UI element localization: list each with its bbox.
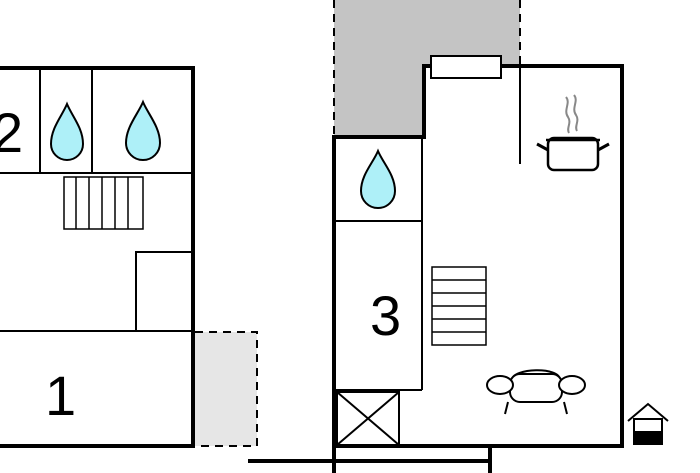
left-building (0, 66, 195, 448)
room-number-2: 2 (0, 101, 23, 164)
left-building-outer-wall (0, 66, 195, 448)
water-drop-icon (49, 101, 85, 161)
cooking-pot-icon (536, 94, 610, 172)
right-building (332, 55, 624, 448)
house-entrance-icon (627, 402, 669, 445)
staircase-icon (431, 266, 487, 346)
staircase-icon (63, 176, 144, 230)
sofa-icon (486, 369, 586, 415)
terrace-small-dashed-border (195, 331, 258, 447)
water-drop-icon (359, 148, 397, 209)
left-closet (135, 251, 194, 332)
right-building-outer-wall (332, 64, 624, 448)
terrace-small (195, 332, 257, 446)
window-top (430, 55, 502, 79)
water-drop-icon (124, 99, 162, 161)
crossed-box-icon (336, 391, 400, 446)
room-number-1: 1 (45, 364, 76, 427)
room-number-3: 3 (370, 284, 401, 347)
